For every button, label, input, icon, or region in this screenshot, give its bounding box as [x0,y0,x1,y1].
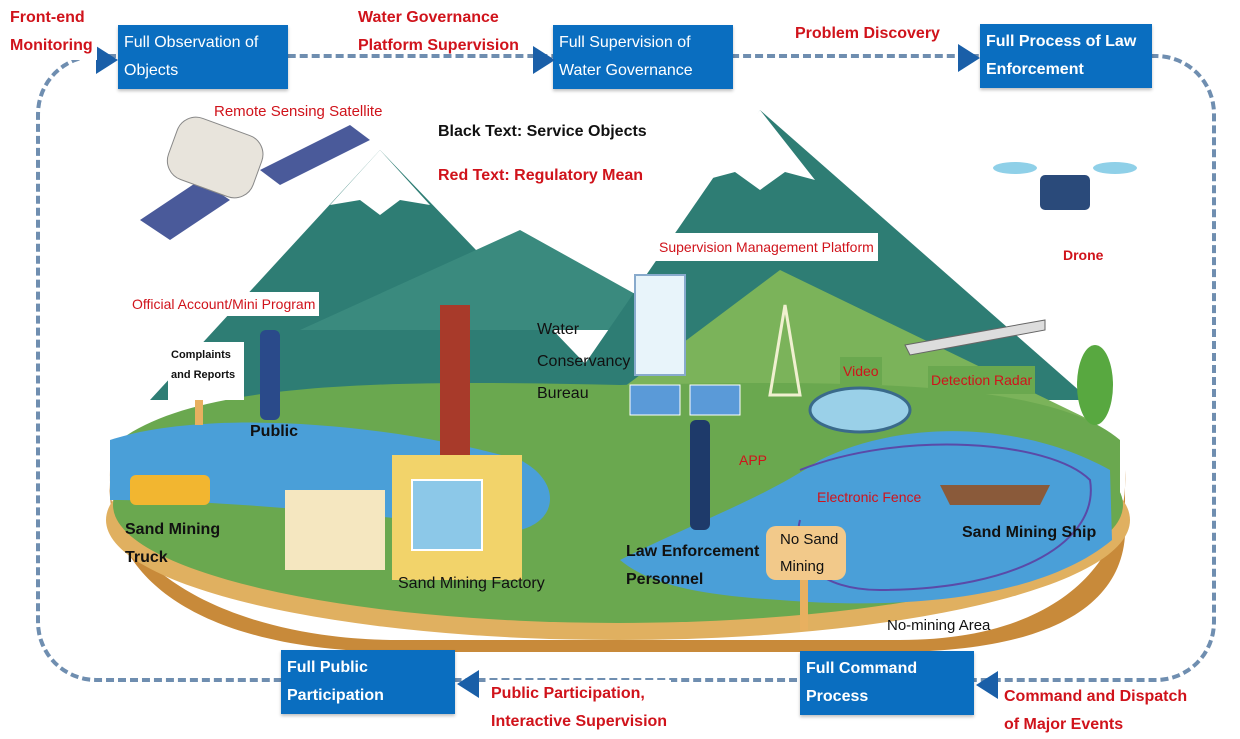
transition-problem-discovery: Problem Discovery [795,20,940,48]
transition-public-participation: Public Participation, Interactive Superv… [487,680,672,736]
solar-panel [629,384,681,416]
no-sand-sign-post [800,570,808,630]
mountain-center [300,230,700,330]
stage-full-observation: Full Observation of Objects [118,25,288,89]
island-soil [109,470,1126,652]
transition-command-dispatch: Command and Dispatch of Major Events [1000,683,1192,739]
chimney [440,305,470,455]
sign-line: and Reports [171,369,236,381]
label-line: Personnel [626,571,704,588]
label-line: Water Governance [358,9,499,26]
label-line: of Major Events [1004,716,1124,733]
label-remote-sensing-satellite: Remote Sensing Satellite [210,103,387,120]
complaints-reports-sign: Complaints and Reports [168,342,244,400]
mountain-right-snow [705,110,815,190]
sign-line: No Sand [780,531,839,548]
label-line: Truck [125,549,168,566]
label-electronic-fence: Electronic Fence [817,489,922,505]
label-video: Video [840,357,882,385]
label-line: Water [537,321,580,338]
stage-label: Full Command Process [806,660,918,705]
legend-red-text: Red Text: Regulatory Mean [438,167,644,184]
label-detection-radar: Detection Radar [928,366,1036,394]
stage-full-law-enforcement: Full Process of Law Enforcement [980,24,1152,88]
label-line: Conservancy [537,353,631,370]
label-line: Law Enforcement [626,543,760,560]
sand-pile [285,490,385,570]
label-line: Sand Mining [125,521,221,538]
tree [1077,345,1113,425]
platform-building [634,274,686,376]
label-water-conservancy-bureau: Water Conservancy Bureau [537,314,630,410]
label-sand-mining-factory: Sand Mining Factory [398,575,545,592]
label-sand-mining-ship: Sand Mining Ship [962,524,1097,541]
river-right [620,431,1112,604]
sign-line: Complaints [171,349,231,361]
label-drone: Drone [1063,247,1104,263]
arrow-right-icon [96,46,118,74]
radar-aircraft [904,319,1046,356]
label-app: APP [736,446,771,474]
stage-label: Full Supervision of Water Governance [559,34,693,79]
video-camera [808,386,912,434]
stage-full-command: Full Command Process [800,651,974,715]
no-sand-mining-sign: No Sand Mining [766,526,846,580]
complaints-sign-post [195,390,203,425]
label-line: Monitoring [10,37,93,54]
label-line: Public Participation, [491,685,645,702]
label-line: Problem Discovery [795,25,940,42]
label-line: Command and Dispatch [1004,688,1188,705]
arrow-left-icon [976,671,998,699]
label-supervision-platform: Supervision Management Platform [655,233,878,261]
label-line: Front-end [10,9,85,26]
sand-mining-truck [130,475,210,505]
arrow-right-icon [958,44,980,72]
solar-panel [689,384,741,416]
label-law-enforcement-personnel: Law Enforcement Personnel [626,538,759,594]
electronic-fence-line [797,443,1092,592]
sign-line: Mining [780,558,825,575]
satellite-illustration [140,116,370,240]
label-line: Bureau [537,385,589,402]
label-official-account: Official Account/Mini Program [128,292,320,316]
transition-front-end-monitoring: Front-end Monitoring [6,4,97,60]
label-public: Public [250,423,299,440]
factory-window [411,479,483,551]
stage-full-supervision: Full Supervision of Water Governance [553,25,733,89]
public-person [260,330,280,420]
legend-black-text: Black Text: Service Objects [438,123,647,140]
mountain-left-snow [330,150,430,215]
arrow-left-icon [457,670,479,698]
stage-label: Full Process of Law Enforcement [986,33,1137,78]
arrow-right-icon [533,46,555,74]
power-tower [768,304,802,397]
label-line: Platform Supervision [358,37,519,54]
stage-label: Full Public Participation [287,659,384,704]
sand-mining-ship [940,485,1050,505]
law-enforcement-person [690,420,710,530]
transition-platform-supervision: Water Governance Platform Supervision [358,4,519,60]
label-line: Interactive Supervision [491,713,668,730]
drone-illustration [993,162,1137,210]
label-sand-mining-truck: Sand Mining Truck [125,516,220,572]
stage-full-public-participation: Full Public Participation [281,650,455,714]
stage-label: Full Observation of Objects [124,34,259,79]
label-no-mining-area: No-mining Area [887,617,991,634]
